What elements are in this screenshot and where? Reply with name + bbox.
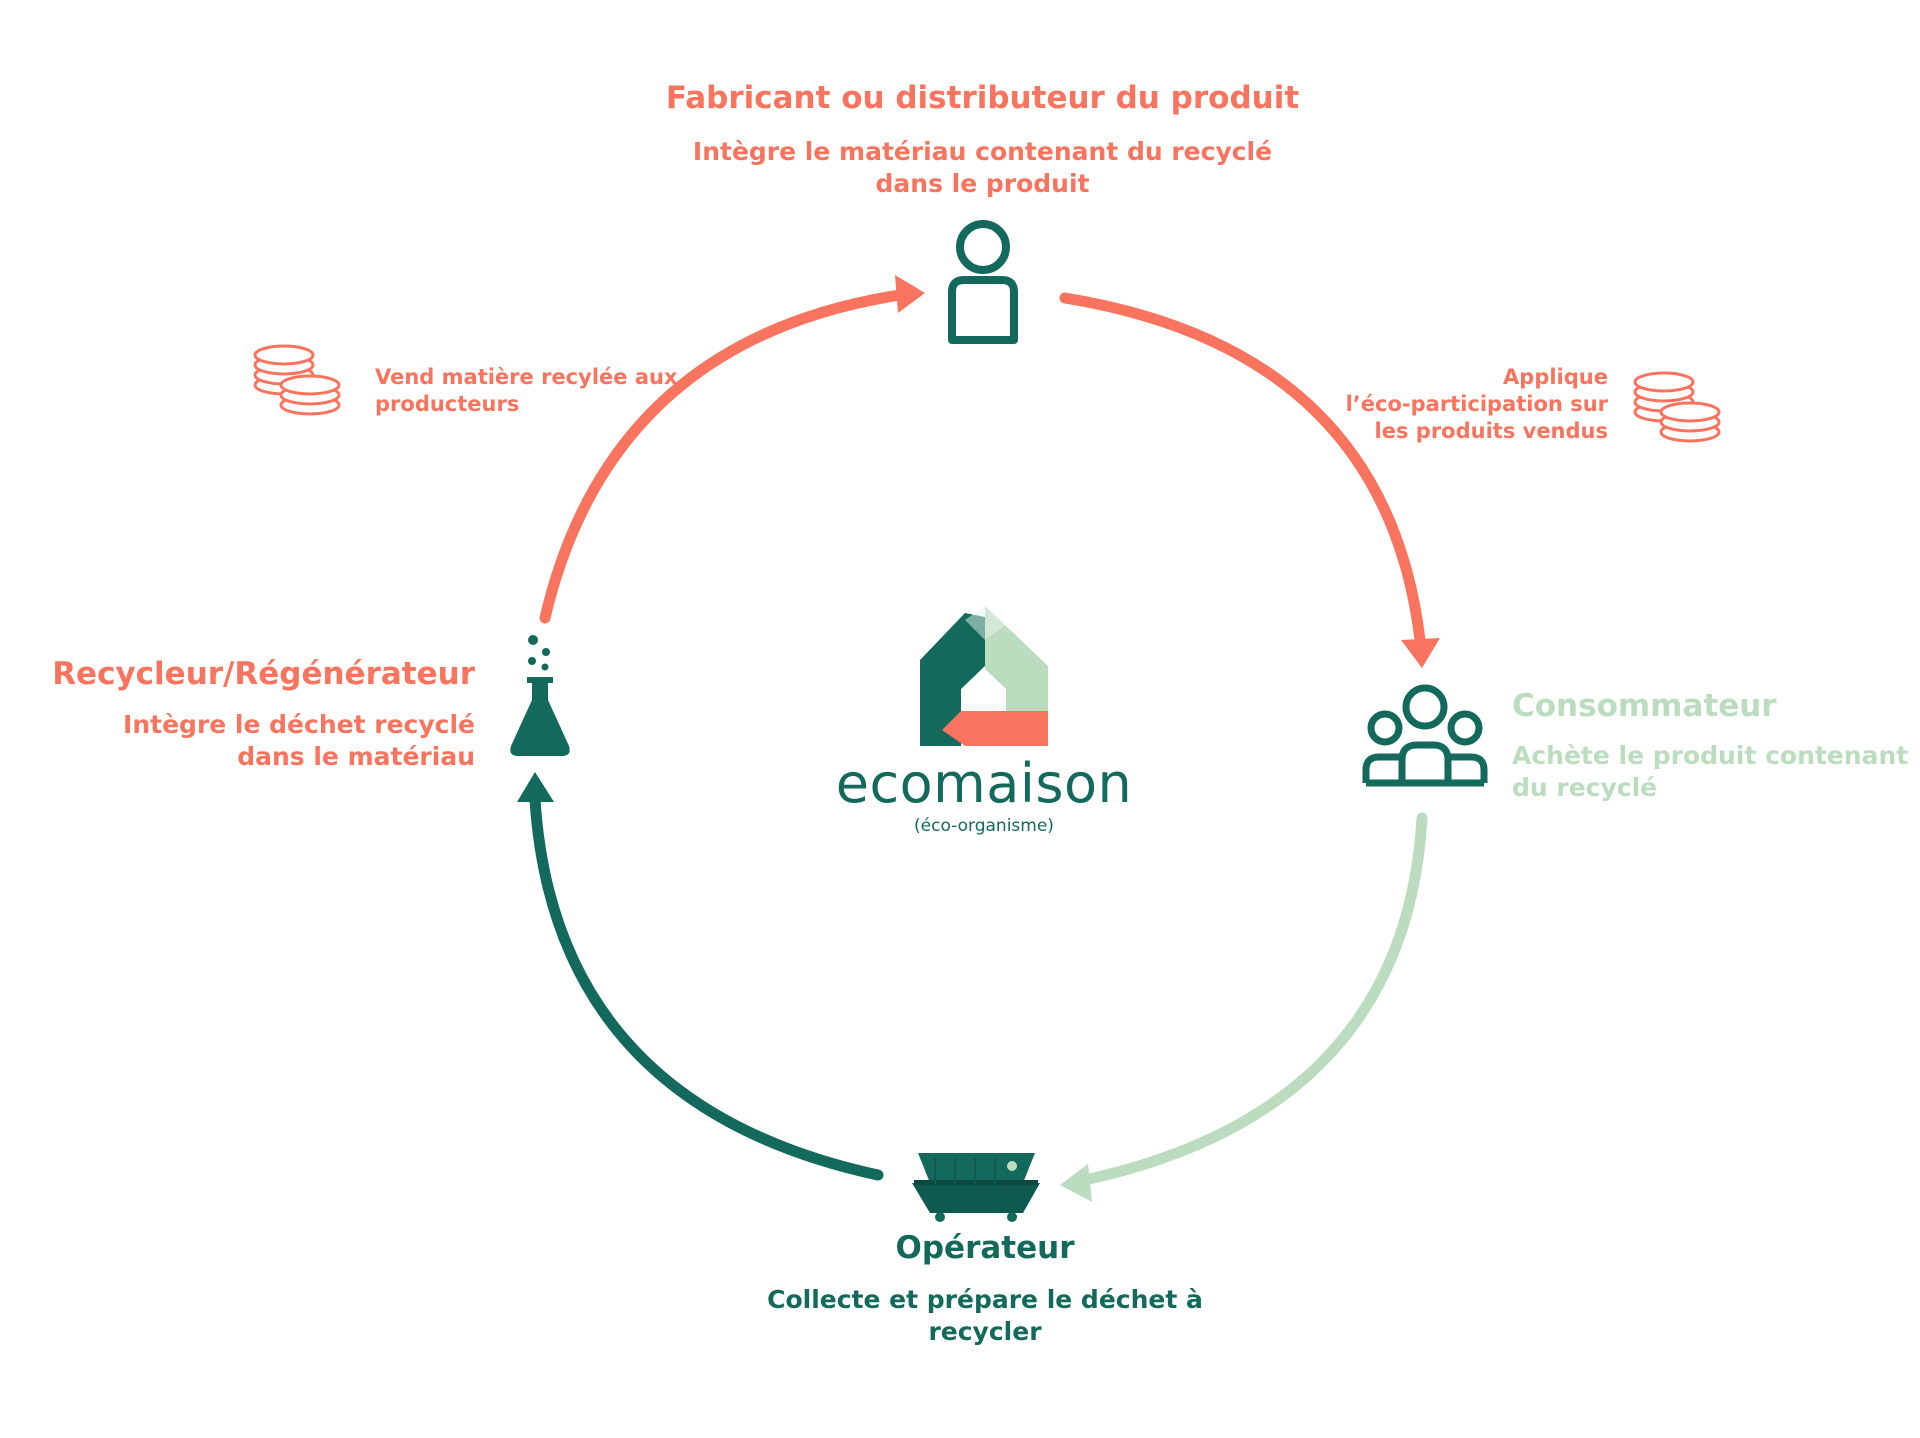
flask-icon [510,635,570,756]
arrow-fabricant-to-consommateur [1059,292,1426,646]
money-note-left: Vend matière recylée aux producteurs [375,364,715,418]
operateur-description: Collecte et prépare le déchet à recycler [730,1284,1240,1348]
fabricant-desc-line-2: dans le produit [875,169,1090,198]
dumpster-icon [912,1153,1040,1222]
consommateur-desc-line-2: du recyclé [1512,773,1658,802]
recycleur-desc-line-2: dans le matériau [237,742,475,771]
arrow-recycleur-to-fabricant [539,289,906,624]
money-note-left-line-2: producteurs [375,391,520,416]
money-note-left-line-1: Vend matière recylée aux [375,365,678,389]
arrowhead-recycleur [517,772,554,802]
recycleur-desc-line-1: Intègre le déchet recyclé [123,710,475,739]
group-icon [1362,684,1488,787]
brand-name: ecomaison [835,752,1133,815]
arrowhead-operateur [1060,1164,1092,1202]
consommateur-title: Consommateur [1512,688,1777,724]
coins-icon-right [1633,371,1721,443]
arrow-consommateur-to-operateur [1079,812,1428,1186]
fabricant-description: Intègre le matériau contenant du recyclé… [560,136,1405,200]
person-icon [948,220,1018,344]
operateur-title: Opérateur [895,1230,1075,1266]
consommateur-desc-line-1: Achète le produit contenant [1512,741,1909,770]
arrowhead-consommateur [1401,638,1440,668]
recycleur-title: Recycleur/Régénérateur [52,656,475,692]
fabricant-desc-line-1: Intègre le matériau contenant du recyclé [692,137,1273,166]
money-note-right: Applique l’éco-participation sur les pro… [1270,364,1608,445]
money-note-right-line-2: l’éco-participation sur [1345,391,1608,416]
brand-subtitle: (éco-organisme) [914,816,1054,836]
arrowhead-fabricant [895,275,925,313]
ecomaison-logo [920,606,1048,746]
arrow-operateur-to-recycleur [529,794,884,1181]
fabricant-title: Fabricant ou distributeur du produit [665,80,1300,116]
recycleur-description: Intègre le déchet recyclé dans le matéri… [30,709,475,773]
money-note-right-line-1: Applique [1503,365,1608,389]
money-note-right-line-3: les produits vendus [1374,418,1608,443]
coins-icon-left [253,344,341,416]
operateur-desc-line-1: Collecte et prépare le déchet à [767,1285,1203,1314]
consommateur-description: Achète le produit contenant du recyclé [1512,740,1912,804]
operateur-desc-line-2: recycler [928,1317,1042,1346]
